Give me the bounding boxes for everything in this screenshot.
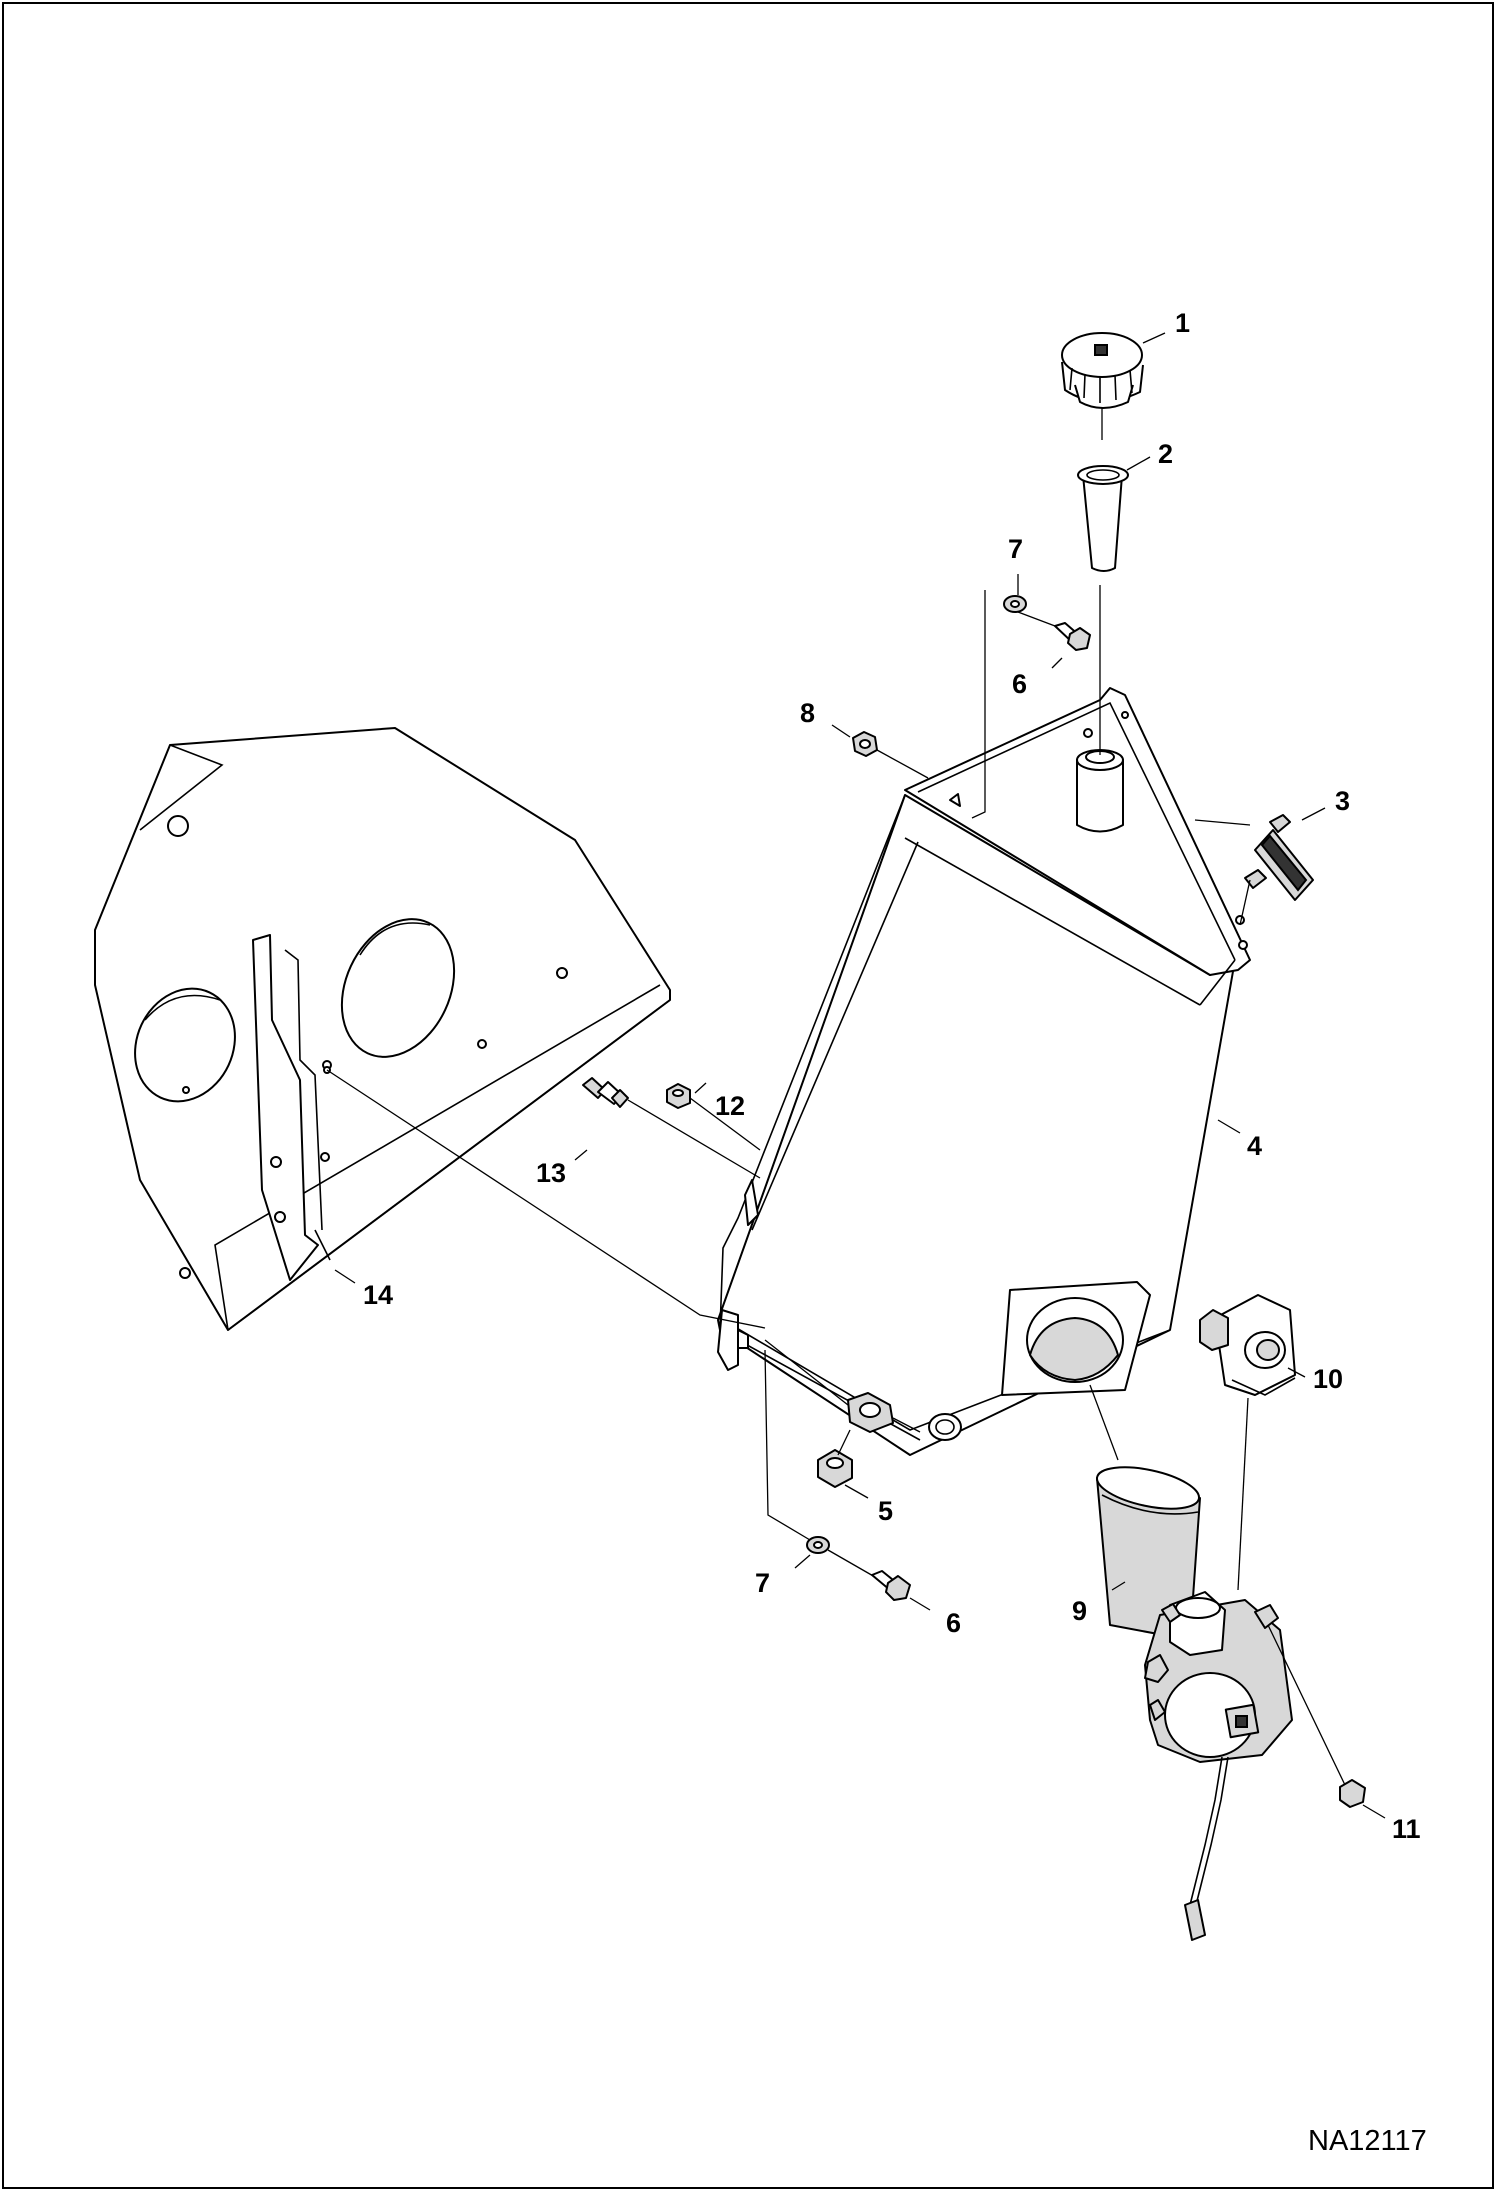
callout-6-upper: 6: [1012, 669, 1027, 699]
callout-13: 13: [536, 1158, 566, 1188]
callout-4: 4: [1247, 1131, 1262, 1161]
figure-id: NA12117: [1308, 2125, 1427, 2157]
callout-2: 2: [1158, 439, 1173, 469]
fitting-13: [582, 1077, 629, 1108]
bolt-lower: [871, 1570, 911, 1601]
hose-fitting-5: [817, 1392, 894, 1488]
callouts: 1 2 7 6 8 3 4 12 13 14 10 5 7 6 9 11: [363, 308, 1421, 1844]
callout-12: 12: [715, 1091, 745, 1121]
callout-9: 9: [1072, 1596, 1087, 1626]
nut-upper: [852, 731, 878, 757]
callout-1: 1: [1175, 308, 1190, 338]
callout-3: 3: [1335, 786, 1350, 816]
leader-lines: [334, 332, 1386, 1819]
bolt-upper: [1054, 622, 1091, 651]
washer-lower: [806, 1536, 830, 1554]
callout-6-lower: 6: [946, 1608, 961, 1638]
washer-upper: [1003, 595, 1027, 613]
callout-8: 8: [800, 698, 815, 728]
callout-11: 11: [1392, 1814, 1421, 1844]
callout-5: 5: [878, 1496, 893, 1526]
callout-14: 14: [363, 1280, 393, 1310]
callout-7-upper: 7: [1008, 534, 1023, 564]
sight-gauge: [1244, 814, 1314, 901]
callout-10: 10: [1313, 1364, 1343, 1394]
hydraulic-tank: [717, 687, 1251, 1456]
filler-strainer: [1077, 465, 1129, 572]
fitting-12: [666, 1083, 691, 1109]
filter-fitting: [1199, 1294, 1296, 1396]
filter-element: [1095, 1466, 1201, 1641]
filler-cap: [1061, 332, 1144, 409]
filter-head: [1144, 1591, 1293, 1941]
mounting-plate: [94, 727, 671, 1331]
explosion-lines: [326, 408, 1346, 1786]
callout-7-lower: 7: [755, 1568, 770, 1598]
bolt-11: [1339, 1779, 1366, 1808]
